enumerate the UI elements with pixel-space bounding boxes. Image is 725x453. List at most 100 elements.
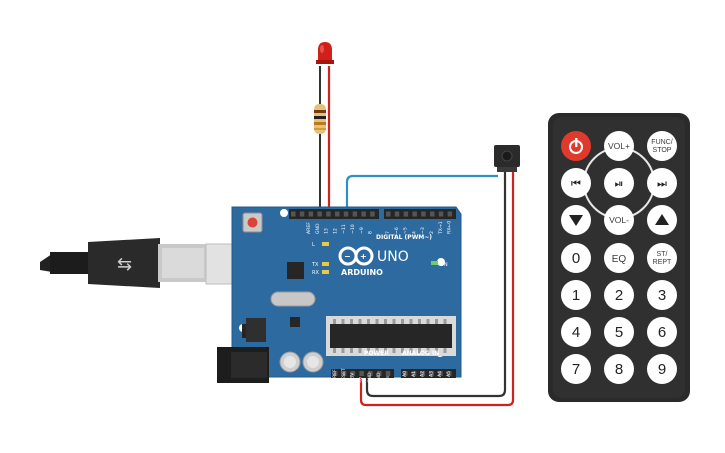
fast-forward-icon: ⏭ xyxy=(657,177,667,190)
chip-pin xyxy=(409,319,413,324)
svg-text:EQ: EQ xyxy=(612,254,627,265)
header-pin xyxy=(335,211,340,217)
number-button-4[interactable]: 4 xyxy=(561,317,591,347)
pin-label: ~3 xyxy=(420,227,426,234)
header-pin xyxy=(403,371,408,376)
digital-header-right[interactable] xyxy=(384,209,456,219)
play-pause-button[interactable]: ⏯ xyxy=(604,168,634,198)
header-pin xyxy=(438,211,444,217)
header-pin xyxy=(420,371,426,376)
header-pin xyxy=(368,371,373,376)
eq-button[interactable]: EQ xyxy=(604,243,634,273)
pin-label: AREF xyxy=(306,222,312,234)
pin-label: GND xyxy=(367,372,373,383)
chip-pin xyxy=(358,348,362,353)
number-button-5[interactable]: 5 xyxy=(604,317,634,347)
svg-text:−: − xyxy=(344,252,351,261)
down-button[interactable] xyxy=(561,205,591,235)
led-l xyxy=(322,242,329,246)
number-button-9[interactable]: 9 xyxy=(647,354,677,384)
dc-power-jack[interactable] xyxy=(217,347,269,383)
func-stop-label: FUNC/STOP xyxy=(651,139,672,154)
pin-label: ~9 xyxy=(359,227,365,234)
chip-pin xyxy=(443,319,447,324)
header-pin xyxy=(343,211,349,217)
chip-pin xyxy=(418,348,421,353)
header-pin xyxy=(341,371,347,376)
chip-pin xyxy=(418,319,421,324)
pin-label: 12 xyxy=(332,228,338,234)
header-pin xyxy=(447,371,452,376)
number-button-8[interactable]: 8 xyxy=(604,354,634,384)
header-pin xyxy=(377,371,382,376)
number-button-2[interactable]: 2 xyxy=(604,280,634,310)
number-label: 6 xyxy=(658,324,666,341)
st-rept-button[interactable]: ST/REPT xyxy=(647,243,677,273)
led-on xyxy=(431,261,438,265)
number-label: 2 xyxy=(615,287,623,304)
pin-label: A2 xyxy=(420,371,426,377)
pin-label: ~6 xyxy=(394,227,400,234)
play-pause-icon: ⏯ xyxy=(615,177,624,190)
number-label: 3 xyxy=(658,287,666,304)
chip-pin xyxy=(350,348,353,353)
chip-pin xyxy=(384,319,387,324)
usb-icon: ⇆ xyxy=(117,254,132,275)
header-pin xyxy=(361,211,366,217)
pin-label: A5 xyxy=(446,371,452,377)
fast-forward-button[interactable]: ⏭ xyxy=(647,168,677,198)
ir-receiver[interactable] xyxy=(494,145,520,172)
analog-header[interactable] xyxy=(401,369,456,378)
number-button-7[interactable]: 7 xyxy=(561,354,591,384)
pin-label: ~10 xyxy=(350,224,356,234)
vol-down-button[interactable]: VOL- xyxy=(604,205,634,235)
chip-pin xyxy=(384,348,387,353)
svg-text:VOL-: VOL- xyxy=(609,215,629,225)
number-button-0[interactable]: 0 xyxy=(561,243,591,273)
svg-text:+: + xyxy=(360,252,367,261)
chip-pin xyxy=(350,319,353,324)
func-stop-button[interactable]: FUNC/STOP xyxy=(647,131,677,161)
rewind-icon: ⏮ xyxy=(571,177,581,190)
header-pin xyxy=(403,211,409,217)
pin-label: 2 xyxy=(429,231,435,234)
number-button-1[interactable]: 1 xyxy=(561,280,591,310)
pin-label: IOREF xyxy=(332,369,338,383)
header-pin xyxy=(412,211,417,217)
ir-ground-wire xyxy=(365,172,507,398)
vol-up-button[interactable]: VOL+ xyxy=(604,131,634,161)
pin-label: 13 xyxy=(324,228,330,234)
chip-pin xyxy=(341,348,345,353)
rewind-button[interactable]: ⏮ xyxy=(561,168,591,198)
small-ic xyxy=(290,317,300,327)
power-button[interactable] xyxy=(561,131,591,161)
pin-label: A0 xyxy=(402,371,408,377)
number-button-6[interactable]: 6 xyxy=(647,317,677,347)
header-pin xyxy=(326,211,331,217)
number-button-3[interactable]: 3 xyxy=(647,280,677,310)
pin-label: A1 xyxy=(411,371,417,377)
svg-text:0: 0 xyxy=(572,250,580,267)
header-pin xyxy=(350,371,356,376)
ir-remote[interactable]: VOL+ FUNC/STOP ⏮ ⏯ ⏭ VOL- xyxy=(548,113,690,402)
chip-pin xyxy=(358,319,362,324)
red-led[interactable] xyxy=(316,42,334,64)
header-pin xyxy=(291,211,296,217)
header-pin xyxy=(370,211,375,217)
wires xyxy=(319,66,515,407)
chip-pin xyxy=(401,348,404,353)
chip-pin xyxy=(426,319,430,324)
chip-pin xyxy=(426,348,430,353)
chip-pin xyxy=(392,319,396,324)
pin-label: GND xyxy=(376,372,382,383)
digital-header-left[interactable] xyxy=(289,209,379,219)
chip-pin xyxy=(435,348,438,353)
header-pin xyxy=(385,371,391,376)
header-pin xyxy=(299,211,305,217)
pin-label: 7 xyxy=(385,231,391,234)
resistor[interactable] xyxy=(314,104,326,134)
power-header-label: POWER xyxy=(364,350,389,357)
up-button[interactable] xyxy=(647,205,677,235)
header-pin xyxy=(386,211,391,217)
